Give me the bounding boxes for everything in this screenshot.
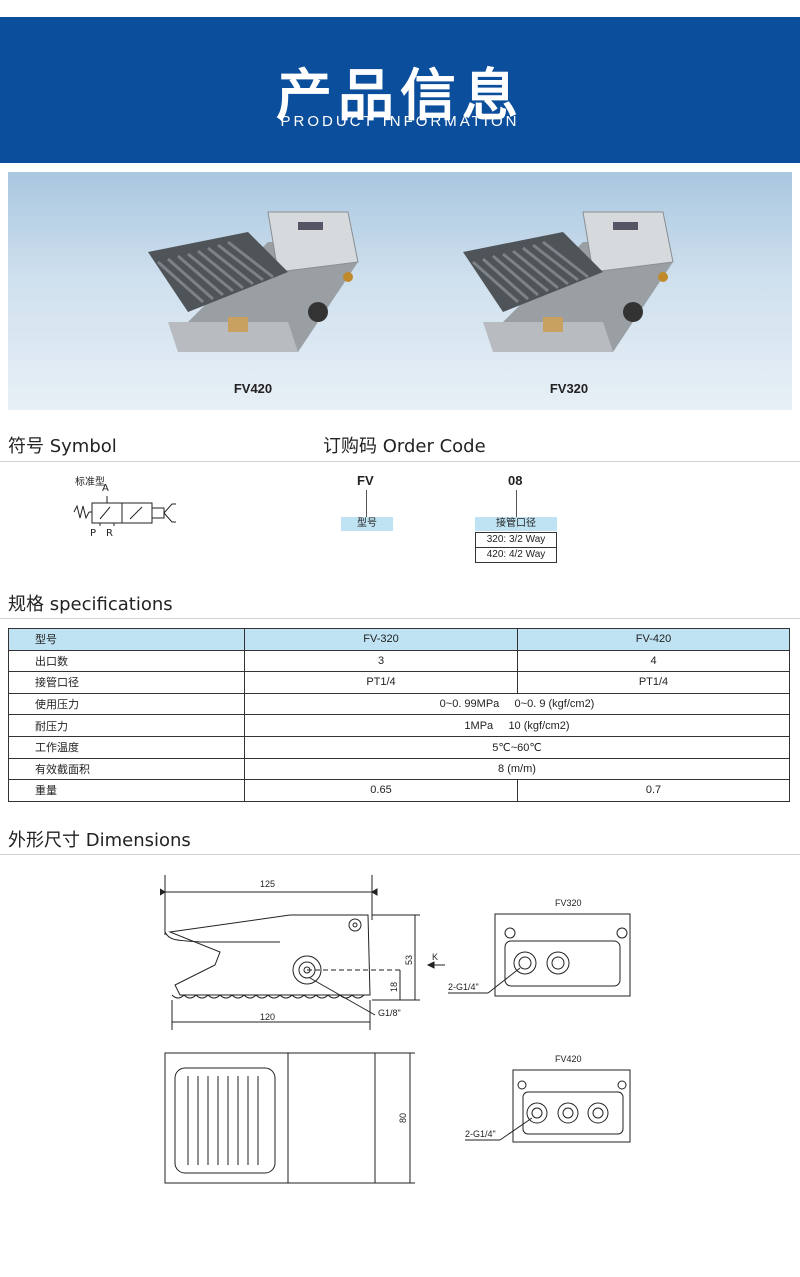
section-title-symbol: 符号 Symbol — [8, 436, 117, 457]
dim-base-length: 120 — [260, 1012, 275, 1022]
table-header-cell: FV-320 — [244, 628, 518, 651]
end-view-title-fv420: FV420 — [555, 1054, 582, 1064]
table-row: 使用压力 0~0. 99MPa 0~0. 9 (kgf/cm2) — [8, 692, 790, 716]
table-cell: 3 — [244, 649, 518, 673]
end-view-ports-fv420: 2-G1/4" — [465, 1129, 496, 1139]
foot-valve-image-fv320 — [463, 202, 693, 352]
end-view-fv420: FV420 2-G1/4" — [465, 1054, 631, 1143]
product-label-fv320: FV320 — [549, 381, 589, 396]
valve-symbol-icon — [73, 496, 176, 526]
table-cell: 0~0. 99MPa 0~0. 9 (kgf/cm2) — [244, 692, 790, 716]
dim-port-thread: G1/8" — [378, 1008, 401, 1018]
dim-side-width: 125 — [260, 879, 275, 889]
end-view-ports-fv320: 2-G1/4" — [448, 982, 479, 992]
table-row: 工作温度 5℃~60℃ — [8, 735, 790, 759]
table-cell: 0.65 — [244, 779, 518, 802]
header-banner: 产品信息 PRODUCT INFORMATION — [0, 17, 800, 163]
dim-port-height: 18 — [389, 982, 399, 992]
table-cell-label: 出口数 — [8, 649, 245, 673]
order-code-leader-line — [366, 490, 367, 518]
order-code-port: 08 — [508, 473, 523, 488]
table-row: 耐压力 1MPa 10 (kgf/cm2) — [8, 714, 790, 737]
order-code-model: FV — [357, 473, 374, 488]
product-photo-band: FV420 FV320 — [8, 172, 792, 410]
table-cell: 8 (m/m) — [244, 757, 790, 781]
order-code-option: 320: 3/2 Way — [486, 534, 546, 545]
table-cell-label: 接管口径 — [8, 671, 245, 694]
table-row: 有效截面积 8 (m/m) — [8, 757, 790, 781]
order-code-leader-line — [516, 490, 517, 518]
order-code-options: 320: 3/2 Way 420: 4/2 Way — [475, 532, 557, 563]
table-cell-label: 使用压力 — [8, 692, 245, 716]
symbol-port-a: A — [102, 483, 109, 494]
dim-view-arrow: K — [432, 952, 438, 962]
table-cell: PT1/4 — [517, 671, 790, 694]
table-row: 重量 0.65 0.7 — [8, 779, 790, 802]
foot-valve-image-fv420 — [148, 202, 378, 352]
section-title-dimensions: 外形尺寸 Dimensions — [8, 830, 191, 851]
table-row: 接管口径 PT1/4 PT1/4 — [8, 671, 790, 694]
table-cell: PT1/4 — [244, 671, 518, 694]
spec-table: 型号 FV-320 FV-420 出口数 3 4 接管口径 PT1/4 PT1/… — [8, 628, 790, 802]
table-cell-label: 重量 — [8, 779, 245, 802]
plan-view-drawing: 80 — [164, 1052, 415, 1184]
end-view-fv320: FV320 2-G1/4" — [448, 898, 631, 997]
end-view-title-fv320: FV320 — [555, 898, 582, 908]
table-cell: 5℃~60℃ — [244, 735, 790, 759]
section-title-specifications: 规格 specifications — [8, 594, 173, 615]
symbol-port-p: P — [90, 528, 97, 539]
section-divider — [0, 461, 800, 462]
table-cell: 4 — [517, 649, 790, 673]
table-header-cell: FV-420 — [517, 628, 790, 651]
symbol-caption: 标准型 — [75, 477, 105, 488]
table-header-row: 型号 FV-320 FV-420 — [8, 628, 790, 651]
table-header-cell: 型号 — [8, 628, 245, 651]
page-subtitle: PRODUCT INFORMATION — [280, 113, 520, 130]
table-cell-label: 工作温度 — [8, 735, 245, 759]
order-code-port-label: 接管口径 — [475, 517, 557, 531]
product-label-fv420: FV420 — [233, 381, 273, 396]
dim-side-height: 53 — [404, 955, 414, 965]
table-cell: 1MPa 10 (kgf/cm2) — [244, 714, 790, 737]
dim-plan-depth: 80 — [398, 1113, 408, 1123]
table-cell-label: 有效截面积 — [8, 757, 245, 781]
table-cell: 0.7 — [517, 779, 790, 802]
symbol-port-r: R — [106, 528, 113, 539]
page-title: 产品信息 — [276, 64, 524, 129]
section-divider — [0, 854, 800, 855]
order-code-model-label: 型号 — [341, 517, 393, 531]
order-code-option: 420: 4/2 Way — [476, 547, 556, 562]
table-cell-label: 耐压力 — [8, 714, 245, 737]
section-divider — [0, 618, 800, 619]
section-title-order-code: 订购码 Order Code — [323, 436, 486, 457]
side-view-drawing: 125 120 G1/8" K 53 18 — [160, 875, 445, 1030]
table-row: 出口数 3 4 — [8, 649, 790, 673]
